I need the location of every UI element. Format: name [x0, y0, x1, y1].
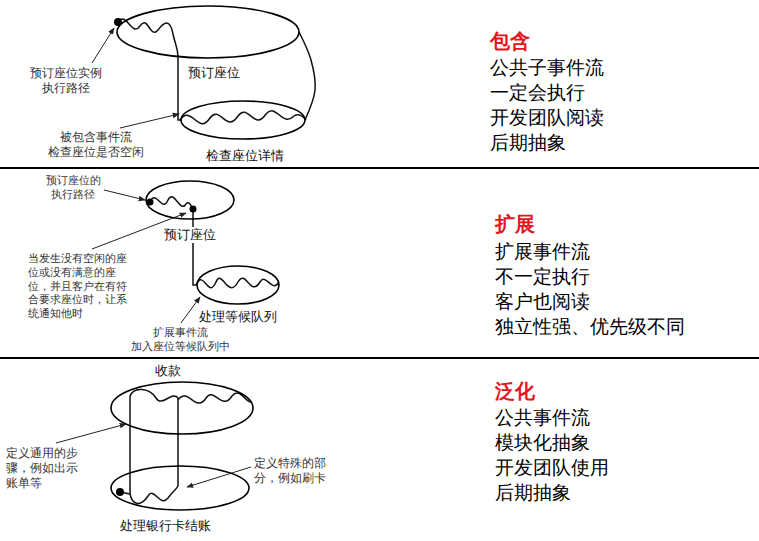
feature-line: 开发团队阅读 [490, 106, 604, 129]
label-anchor: 开发团队阅读 [490, 106, 604, 129]
callout-note: 当发生没有空闲的座位或没有满意的座位，并且客户在有符合要求座位时，让系统通知他时 [28, 252, 128, 321]
use-case-outline [110, 465, 250, 511]
use-case: 收款 [110, 381, 254, 435]
use-case-name: 收款 [153, 363, 183, 379]
label-anchor: 当发生没有空闲的座位或没有满意的座位，并且客户在有符合要求座位时，让系统通知他时 [28, 252, 128, 321]
use-case-outline [116, 5, 300, 59]
use-case-ellipse [181, 101, 305, 139]
callout-note: 预订座位实例 执行路径 [26, 66, 106, 96]
section-heading: 泛化 [495, 379, 535, 403]
callout-note: 预订座位的 执行路径 [40, 174, 106, 202]
use-case-name: 检查座位详情 [204, 148, 286, 164]
use-case-outline [196, 265, 280, 305]
label-anchor: 独立性强、优先级不同 [495, 315, 685, 338]
separator-line [0, 357, 759, 359]
label-anchor: 泛化 [495, 379, 535, 403]
label-anchor: 公共事件流 [495, 406, 590, 429]
feature-line: 后期抽象 [495, 481, 571, 504]
section-heading: 包含 [490, 29, 530, 53]
label-anchor: 处理等候队列 [126, 306, 350, 325]
label-anchor: 扩展事件流 加入座位等候队列中 [128, 326, 232, 354]
execution-path [196, 278, 279, 288]
use-case-name: 处理等候队列 [197, 309, 279, 325]
label-anchor: 处理银行卡结账 [40, 515, 320, 534]
feature-line: 后期抽象 [490, 131, 566, 154]
label-anchor: 后期抽象 [490, 131, 566, 154]
use-case-name: 预订座位 [186, 65, 242, 81]
use-case-ellipse [197, 266, 279, 304]
use-case-outline [110, 381, 254, 435]
separator-line [0, 167, 759, 169]
feature-line: 不一定执行 [495, 265, 590, 288]
callout-note: 定义通用的步骤，例如出示账单等 [6, 446, 80, 491]
label-anchor: 检查座位详情 [110, 145, 376, 164]
leader-line [92, 28, 114, 63]
execution-path-connector [178, 57, 181, 120]
label-anchor: 后期抽象 [495, 481, 571, 504]
feature-line: 独立性强、优先级不同 [495, 315, 685, 338]
use-case-ellipse [111, 466, 249, 510]
execution-path [178, 393, 252, 403]
label-anchor: 扩展事件流 [495, 240, 590, 263]
feature-line: 客户也阅读 [495, 290, 590, 313]
feature-line: 一定会执行 [490, 81, 585, 104]
execution-path-connector [177, 434, 179, 466]
path-dot [190, 206, 197, 213]
execution-path-connector [299, 32, 315, 120]
label-anchor: 预订座位 [75, 224, 305, 243]
callout-note: 定义特殊的部分，例如刷卡 [254, 456, 328, 486]
label-anchor: 预订座位实例 执行路径 [26, 66, 106, 96]
feature-line: 扩展事件流 [495, 240, 590, 263]
use-case-ellipse [117, 6, 299, 58]
label-anchor: 客户也阅读 [495, 290, 590, 313]
label-anchor: 收款 [40, 360, 324, 379]
leader-line [120, 114, 179, 128]
use-case-ellipse [146, 181, 234, 219]
execution-path-connector [129, 426, 131, 473]
section-heading: 扩展 [495, 212, 535, 236]
label-anchor: 定义通用的步骤，例如出示账单等 [6, 446, 80, 491]
execution-path [180, 111, 306, 124]
feature-line: 模块化抽象 [495, 431, 590, 454]
use-case: 处理等候队列 [196, 265, 280, 305]
use-case-outline [180, 100, 306, 140]
use-case-name: 预订座位 [162, 227, 218, 243]
label-anchor: 扩展 [495, 212, 535, 236]
label-anchor: 一定会执行 [490, 81, 585, 104]
use-case: 预订座位 [116, 5, 300, 59]
use-case-outline [145, 180, 235, 220]
path-dot [116, 488, 124, 496]
leader-line [181, 297, 200, 323]
use-case: 检查座位详情 [180, 100, 306, 140]
feature-line: 公共事件流 [495, 406, 590, 429]
use-case-ellipse [111, 382, 253, 434]
label-anchor: 开发团队使用 [495, 456, 609, 479]
label-anchor: 不一定执行 [495, 265, 590, 288]
callout-note: 扩展事件流 加入座位等候队列中 [128, 326, 232, 354]
feature-line: 公共子事件流 [490, 56, 604, 79]
feature-line: 开发团队使用 [495, 456, 609, 479]
label-anchor: 定义特殊的部分，例如刷卡 [254, 456, 328, 486]
leader-line [56, 424, 126, 443]
label-anchor: 模块化抽象 [495, 431, 590, 454]
label-anchor: 包含 [490, 29, 530, 53]
use-case: 预订座位 [145, 180, 235, 220]
label-anchor: 被包含事件流 检查座位是否空闲 [44, 130, 148, 160]
leader-line [104, 190, 145, 200]
use-case-name: 处理银行卡结账 [118, 518, 213, 534]
use-case: 处理银行卡结账 [110, 465, 250, 511]
callout-note: 被包含事件流 检查座位是否空闲 [44, 130, 148, 160]
label-anchor: 公共子事件流 [490, 56, 604, 79]
label-anchor: 预订座位的 执行路径 [40, 174, 106, 202]
